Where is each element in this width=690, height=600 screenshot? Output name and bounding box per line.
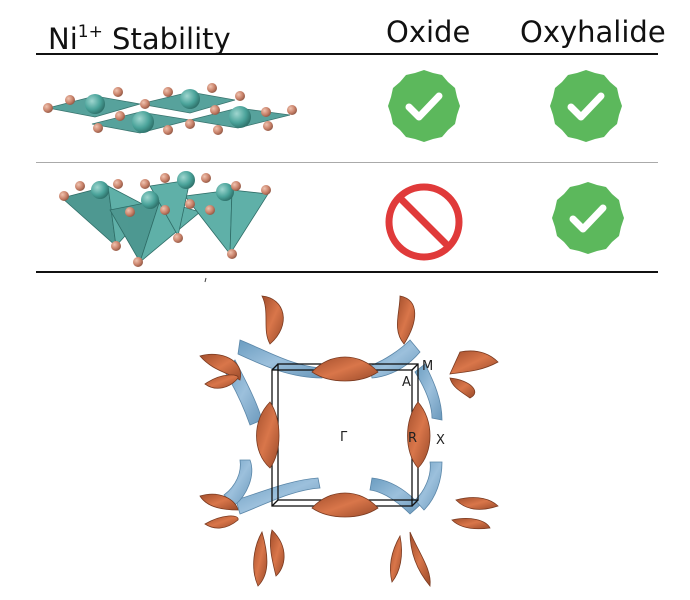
label-m: M [422, 359, 433, 374]
check-badge-icon [552, 182, 624, 254]
header-rule [36, 53, 658, 55]
table-bottom-rule [36, 271, 658, 273]
label-gamma: Γ [340, 430, 348, 445]
check-badge-icon [388, 70, 460, 142]
square-planar-structure [43, 83, 297, 135]
header-ni-stability: Ni1+ Stability [48, 14, 231, 57]
label-x: X [436, 433, 445, 448]
row-divider [36, 162, 658, 163]
fermi-surface: Γ M A R X [199, 295, 499, 587]
prohibited-icon [385, 183, 463, 261]
label-r: R [408, 431, 417, 446]
ni-symbol: Ni [48, 22, 78, 56]
label-a: A [402, 375, 411, 390]
pyramidal-structure [59, 171, 271, 267]
header-oxyhalide: Oxyhalide [520, 15, 666, 49]
header-oxide: Oxide [386, 15, 471, 49]
stray-mark [204, 277, 207, 283]
stability-text: Stability [102, 22, 231, 56]
ni-charge: 1+ [77, 22, 103, 42]
check-badge-icon [550, 70, 622, 142]
